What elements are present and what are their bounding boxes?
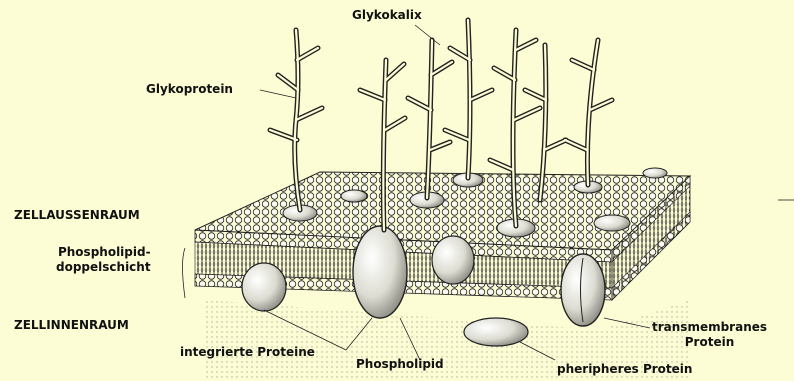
label-phospholipid-doppelschicht: Phospholipid- doppelschicht: [56, 245, 151, 275]
surface-protein-8: [643, 168, 667, 178]
integrated-protein-large: [353, 226, 407, 318]
integrated-protein-middle: [432, 236, 474, 284]
label-peripheres-protein: pheripheres Protein: [557, 362, 692, 377]
integrated-protein-left: [242, 263, 286, 311]
surface-protein-2: [341, 190, 367, 202]
label-transmembranes-protein: transmembranes Protein: [652, 320, 767, 350]
transmembrane-protein: [561, 254, 605, 326]
label-phospholipid: Phospholipid: [356, 357, 444, 372]
label-glykoprotein: Glykoprotein: [146, 82, 233, 97]
peripheral-protein: [464, 318, 528, 346]
label-zellinnenraum: ZELLINNENRAUM: [14, 318, 129, 333]
label-integrierte-proteine: integrierte Proteine: [180, 345, 315, 360]
label-zellaussenraum: ZELLAUSSENRAUM: [14, 208, 140, 223]
label-glykokalix: Glykokalix: [352, 8, 422, 23]
surface-protein-6: [594, 215, 630, 231]
